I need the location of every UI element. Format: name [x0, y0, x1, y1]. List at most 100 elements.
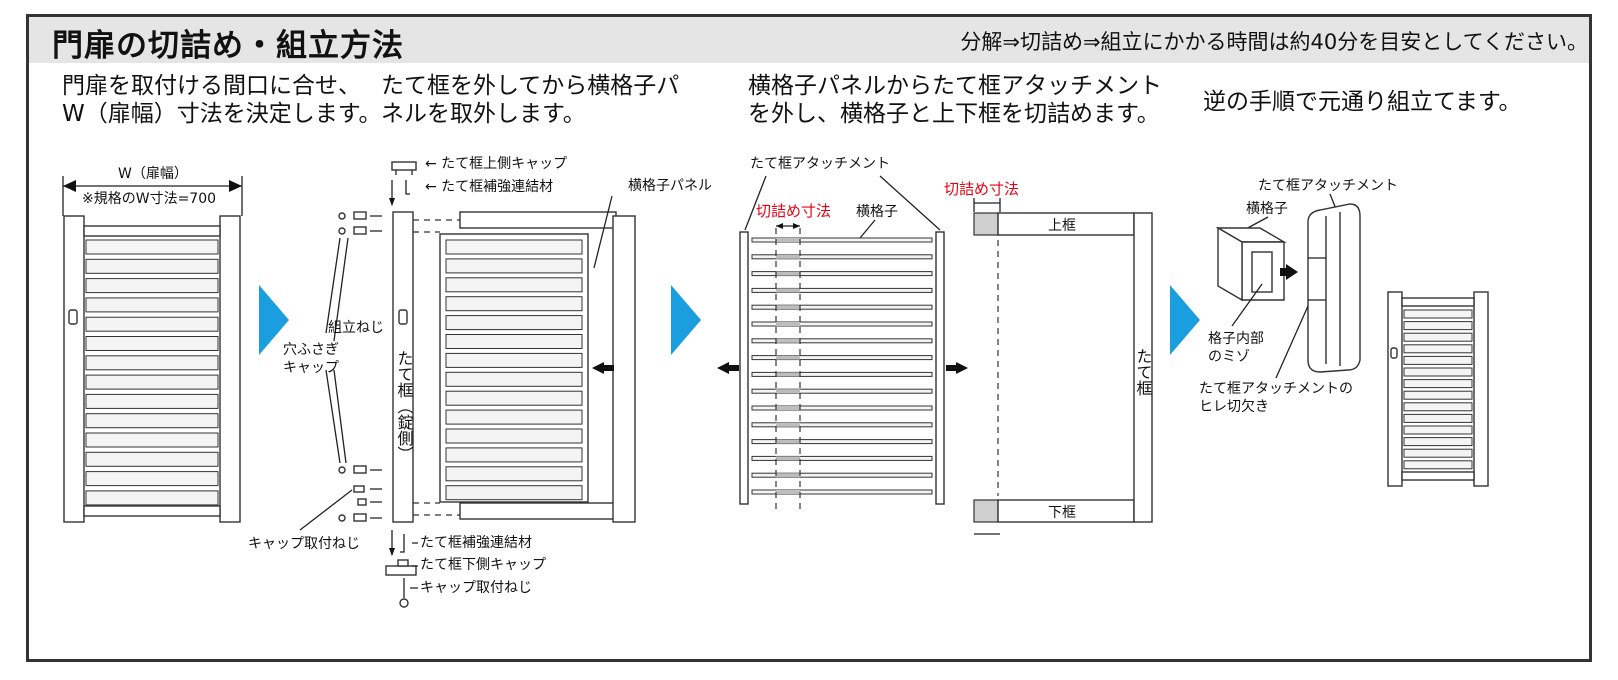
fig2-bottom-cap-label: たて框下側キャップ — [420, 557, 546, 573]
step-arrow-3 — [1170, 285, 1200, 355]
fig1-gate: W（扉幅） ※規格のW寸法=700 — [62, 166, 243, 523]
fig3-top-rail-label: 上框 — [1048, 218, 1076, 234]
cut-section — [776, 490, 800, 494]
cut-slat — [751, 439, 933, 445]
panel-slat — [445, 371, 583, 387]
step-arrow-1 — [259, 285, 289, 355]
gate-slat — [85, 393, 219, 409]
fig3-cut-label-left: 切詰め寸法 — [756, 202, 831, 220]
panel-slat — [445, 428, 583, 444]
gate-slat — [85, 490, 219, 506]
fig3-cut: たて框アタッチメント 切詰め寸法 横格子 切詰め寸法 上框 下框 たて框 — [717, 156, 1153, 535]
cut-slat — [751, 254, 933, 260]
gate-slat — [85, 316, 219, 332]
gate-slat — [85, 451, 219, 467]
gate-slat — [85, 471, 219, 487]
cut-section — [776, 389, 800, 394]
cut-section — [776, 322, 800, 326]
cut-section — [776, 271, 800, 276]
cut-section — [776, 254, 800, 259]
fig2-exploded: ← たて框上側キャップ ← たて框補強連結材 たて框（錠側） 横格子パネル — [248, 156, 712, 608]
assembled-slat — [1403, 379, 1473, 389]
gate-slat — [85, 297, 219, 313]
cut-section — [776, 439, 800, 444]
cut-slat — [751, 422, 933, 428]
panel-slat — [445, 466, 583, 482]
step-2-text: たて框を外してから横格子パ ネルを取外します。 — [381, 72, 679, 128]
cut-slat — [751, 371, 933, 377]
fig4-groove-label-2: のミゾ — [1208, 349, 1250, 365]
panel-slat — [445, 277, 583, 293]
panel-slat — [445, 334, 583, 349]
step-3-line-2: を外し、横格子と上下框を切詰めます。 — [748, 101, 1160, 127]
fig4-slat-label: 横格子 — [1246, 201, 1288, 217]
gate-slat — [85, 432, 219, 448]
gate-slat — [85, 355, 219, 371]
cut-section — [776, 288, 800, 293]
gate-slat — [85, 336, 219, 351]
step-1-line-1: 門扉を取付ける間口に合せ、 — [62, 73, 361, 99]
cut-section — [776, 305, 800, 310]
assembled-slat — [1403, 402, 1473, 412]
cut-slat — [751, 355, 933, 361]
gate-slat — [85, 413, 219, 429]
fig2-bottom-screw-label: キャップ取付ねじ — [420, 580, 532, 596]
cut-slat — [751, 237, 933, 243]
cut-slat — [751, 321, 933, 327]
cut-slat — [751, 455, 933, 461]
fig2-panel-label: 横格子パネル — [628, 178, 712, 194]
step-arrow-2 — [671, 285, 701, 355]
step-4-text: 逆の手順で元通り組立てます。 — [1203, 88, 1522, 116]
step-3-line-1: 横格子パネルからたて框アタッチメント — [748, 73, 1162, 99]
assembled-slat — [1403, 309, 1473, 319]
fig1-width-label: W（扉幅） — [118, 166, 188, 182]
title-bar — [29, 17, 1589, 63]
cut-slat — [751, 287, 933, 293]
assembled-slat — [1403, 425, 1473, 435]
cut-section — [776, 238, 800, 242]
fig2-top-cap-label: ← たて框上側キャップ — [425, 156, 567, 172]
step-2-line-1: たて框を外してから横格子パ — [381, 73, 680, 99]
panel-slat — [445, 409, 583, 425]
fig2-screws-bottom — [338, 465, 382, 522]
cut-section — [776, 355, 800, 360]
step-1-line-2: W（扉幅）寸法を決定します。 — [62, 101, 382, 127]
cut-slat — [751, 472, 933, 478]
cut-slat — [751, 489, 933, 495]
fig2-bottom-reinforce-label: たて框補強連結材 — [420, 535, 532, 551]
fig2-top-reinforce-label: ← たて框補強連結材 — [425, 179, 553, 195]
panel-slat — [445, 390, 583, 406]
step-4-line-1: 逆の手順で元通り組立てます。 — [1203, 89, 1522, 115]
cut-slat — [751, 338, 933, 344]
panel-slat — [445, 239, 583, 255]
fig2-screws-top — [338, 211, 382, 235]
assembled-slat — [1403, 437, 1473, 447]
fig2-screw-label: 組立ねじ — [328, 320, 384, 336]
gate-slat — [85, 258, 219, 274]
panel-slat — [445, 352, 583, 368]
assembled-slat — [1403, 344, 1473, 354]
assembled-slat — [1403, 460, 1473, 470]
step-1-text: 門扉を取付ける間口に合せ、 W（扉幅）寸法を決定します。 — [62, 72, 381, 128]
fig1-standard-note: ※規格のW寸法=700 — [82, 191, 216, 207]
assembled-slat — [1403, 390, 1473, 400]
fig2-stile-label: たて框（錠側） — [395, 350, 414, 462]
fig2-cap-screw-left-label: キャップ取付ねじ — [248, 536, 360, 552]
time-note: 分解⇒切詰め⇒組立にかかる時間は約40分を目安としてください。 — [960, 30, 1588, 54]
assembled-slat — [1403, 321, 1473, 331]
fig4-attachment-label: たて框アタッチメント — [1258, 178, 1398, 194]
cut-section — [776, 372, 800, 377]
step-3-text: 横格子パネルからたて框アタッチメント を外し、横格子と上下框を切詰めます。 — [748, 72, 1162, 128]
cut-section — [776, 456, 800, 461]
panel-slat — [445, 447, 583, 463]
cut-section — [776, 473, 800, 478]
cut-slat — [751, 304, 933, 310]
panel-slat — [445, 315, 583, 331]
cut-section — [776, 338, 800, 343]
gate-slat — [85, 278, 219, 294]
assembled-slat — [1403, 367, 1473, 377]
fig3-bottom-rail-label: 下框 — [1048, 505, 1076, 521]
panel-slat — [445, 258, 583, 274]
cut-slat — [751, 271, 933, 277]
